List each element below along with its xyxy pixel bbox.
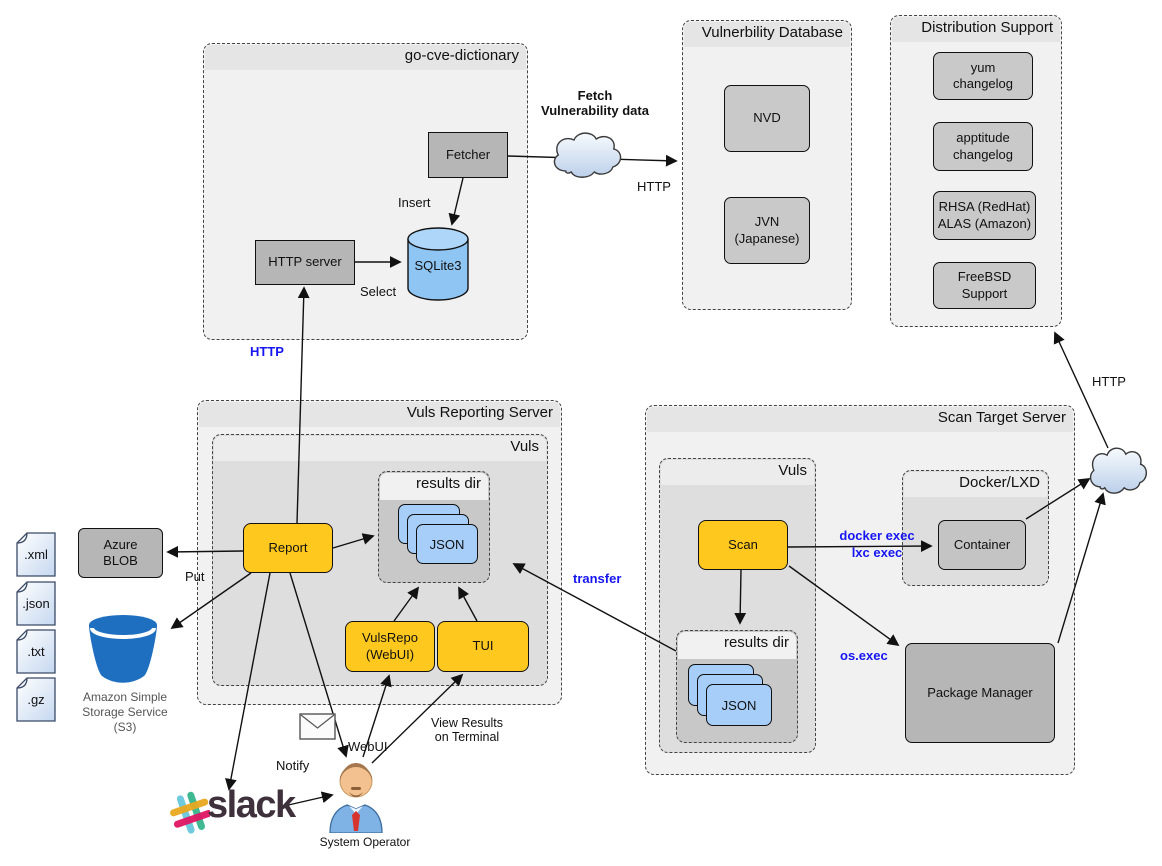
file-icon xyxy=(16,532,56,577)
group-header xyxy=(678,632,796,659)
group-go-cve-dictionary: go-cve-dictionary xyxy=(203,43,528,340)
label-insert: Insert xyxy=(398,195,431,210)
label-http-report: HTTP xyxy=(250,344,284,359)
group-vulnerability-database: Vulnerbility Database xyxy=(682,20,852,310)
json-card-front: JSON xyxy=(416,524,478,564)
label-select: Select xyxy=(360,284,397,299)
group-title: go-cve-dictionary xyxy=(404,47,519,64)
label-docker-exec: docker exec xyxy=(839,528,915,543)
node-http-server: HTTP server xyxy=(255,240,355,285)
group-title: results dir xyxy=(415,475,481,492)
label-http-dist: HTTP xyxy=(1092,374,1126,389)
node-label: SQLite3 xyxy=(414,258,462,273)
group-title: Vuls xyxy=(778,462,807,479)
node-package-manager: Package Manager xyxy=(905,643,1055,743)
file-txt: .txt xyxy=(16,629,56,674)
file-gz: .gz xyxy=(16,677,56,722)
group-title: Vuls Reporting Server xyxy=(406,404,553,421)
node-yum-changelog: yum changelog xyxy=(933,52,1033,100)
group-title: Distribution Support xyxy=(921,19,1053,36)
group-title: results dir xyxy=(723,634,789,651)
database-cylinder-icon xyxy=(407,227,469,301)
file-json: .json xyxy=(16,581,56,626)
node-azure-blob: Azure BLOB xyxy=(78,528,163,578)
file-label: .txt xyxy=(27,644,45,659)
node-tui: TUI xyxy=(437,621,529,672)
label-webui: WebUI xyxy=(348,739,388,754)
group-header xyxy=(661,460,814,485)
system-operator xyxy=(324,751,388,834)
file-label: .xml xyxy=(24,547,48,562)
s3-bucket-icon xyxy=(89,615,157,683)
node-vulsrepo: VulsRepo (WebUI) xyxy=(345,621,435,672)
label-view-results: View Results on Terminal xyxy=(430,716,504,744)
edge-fetcher-to-vulndb xyxy=(507,154,678,167)
envelope-icon xyxy=(299,713,336,740)
file-label: .json xyxy=(22,596,50,611)
group-title: Docker/LXD xyxy=(959,474,1040,491)
file-label: .gz xyxy=(27,692,45,707)
label-os-exec: os.exec xyxy=(840,648,888,663)
group-scan-results-dir: results dir xyxy=(676,630,798,743)
s3-label: Amazon Simple Storage Service (S3) xyxy=(82,690,168,734)
node-fetcher: Fetcher xyxy=(428,132,508,178)
group-header xyxy=(904,472,1047,497)
label-lxc-exec: lxc exec xyxy=(851,545,903,560)
group-header xyxy=(684,22,850,47)
slack-logo xyxy=(170,790,213,836)
node-sqlite3: SQLite3 xyxy=(406,226,470,302)
node-rhsa-alas: RHSA (RedHat) ALAS (Amazon) xyxy=(933,191,1036,240)
file-xml: .xml xyxy=(16,532,56,577)
node-report: Report xyxy=(243,523,333,573)
file-icon xyxy=(16,629,56,674)
slack-wordmark: slack xyxy=(207,784,296,826)
group-header xyxy=(199,402,560,427)
group-header xyxy=(892,17,1060,42)
cloud-icon xyxy=(553,132,622,178)
label-notify: Notify xyxy=(276,758,310,773)
label-http-fetch: HTTP xyxy=(637,179,671,194)
node-apptitude-changelog: apptitude changelog xyxy=(933,122,1033,171)
cloud-icon xyxy=(1089,447,1148,494)
s3-bucket xyxy=(85,613,161,685)
person-icon xyxy=(329,763,383,834)
node-scan: Scan xyxy=(698,520,788,570)
label-fetch-vulnerability-data: Fetch Vulnerability data xyxy=(541,88,649,118)
node-nvd: NVD xyxy=(724,85,810,152)
system-operator-label: System Operator xyxy=(319,835,411,849)
group-title: Vuls xyxy=(510,438,539,455)
node-jvn: JVN (Japanese) xyxy=(724,197,810,264)
group-header xyxy=(214,436,546,461)
file-icon xyxy=(16,581,56,626)
group-reporting-results-dir: results dir xyxy=(378,471,490,583)
node-container: Container xyxy=(938,520,1026,570)
label-transfer: transfer xyxy=(573,571,622,586)
group-header xyxy=(205,45,526,70)
group-title: Scan Target Server xyxy=(937,409,1066,426)
json-card-front: JSON xyxy=(706,684,772,726)
group-header xyxy=(647,407,1073,432)
notify-envelope xyxy=(299,713,337,741)
group-header xyxy=(380,473,488,500)
node-freebsd-support: FreeBSD Support xyxy=(933,262,1036,309)
slack-hash-icon xyxy=(170,791,213,834)
label-put: Put xyxy=(185,569,205,584)
file-icon xyxy=(16,677,56,722)
group-title: Vulnerbility Database xyxy=(701,24,843,41)
